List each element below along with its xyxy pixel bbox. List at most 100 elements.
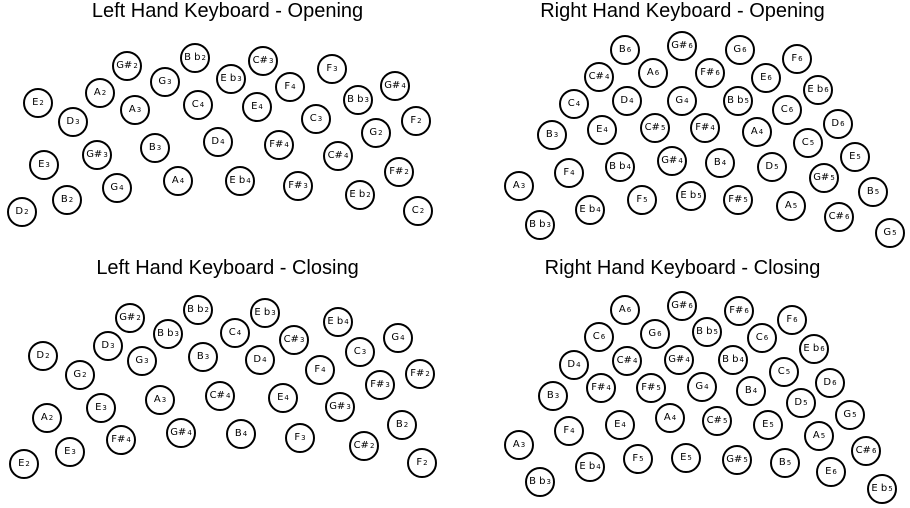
key-button[interactable]: C#5: [640, 113, 670, 143]
key-button[interactable]: C#5: [702, 406, 732, 436]
key-button[interactable]: C#4: [612, 346, 642, 376]
key-button[interactable]: C#3: [279, 325, 309, 355]
key-button[interactable]: G#2: [112, 51, 142, 81]
key-button[interactable]: F#5: [723, 185, 753, 215]
key-button[interactable]: G#4: [657, 146, 687, 176]
key-button[interactable]: G#6: [667, 291, 697, 321]
key-button[interactable]: C#3: [248, 46, 278, 76]
key-button[interactable]: C#6: [824, 202, 854, 232]
key-button[interactable]: F#4: [264, 130, 294, 160]
key-button[interactable]: F#4: [690, 113, 720, 143]
key-button[interactable]: C#2: [349, 431, 379, 461]
key-button[interactable]: F#2: [384, 157, 414, 187]
key-button[interactable]: F#6: [724, 296, 754, 326]
key-button[interactable]: G#2: [115, 303, 145, 333]
key-button[interactable]: F#4: [106, 425, 136, 455]
key-button[interactable]: F#3: [283, 171, 313, 201]
key-button[interactable]: G#3: [82, 140, 112, 170]
key-button[interactable]: F#3: [365, 370, 395, 400]
key-button[interactable]: G#3: [325, 392, 355, 422]
key-button[interactable]: C#4: [205, 381, 235, 411]
key-button[interactable]: F#4: [586, 373, 616, 403]
key-button[interactable]: G#4: [664, 345, 694, 375]
